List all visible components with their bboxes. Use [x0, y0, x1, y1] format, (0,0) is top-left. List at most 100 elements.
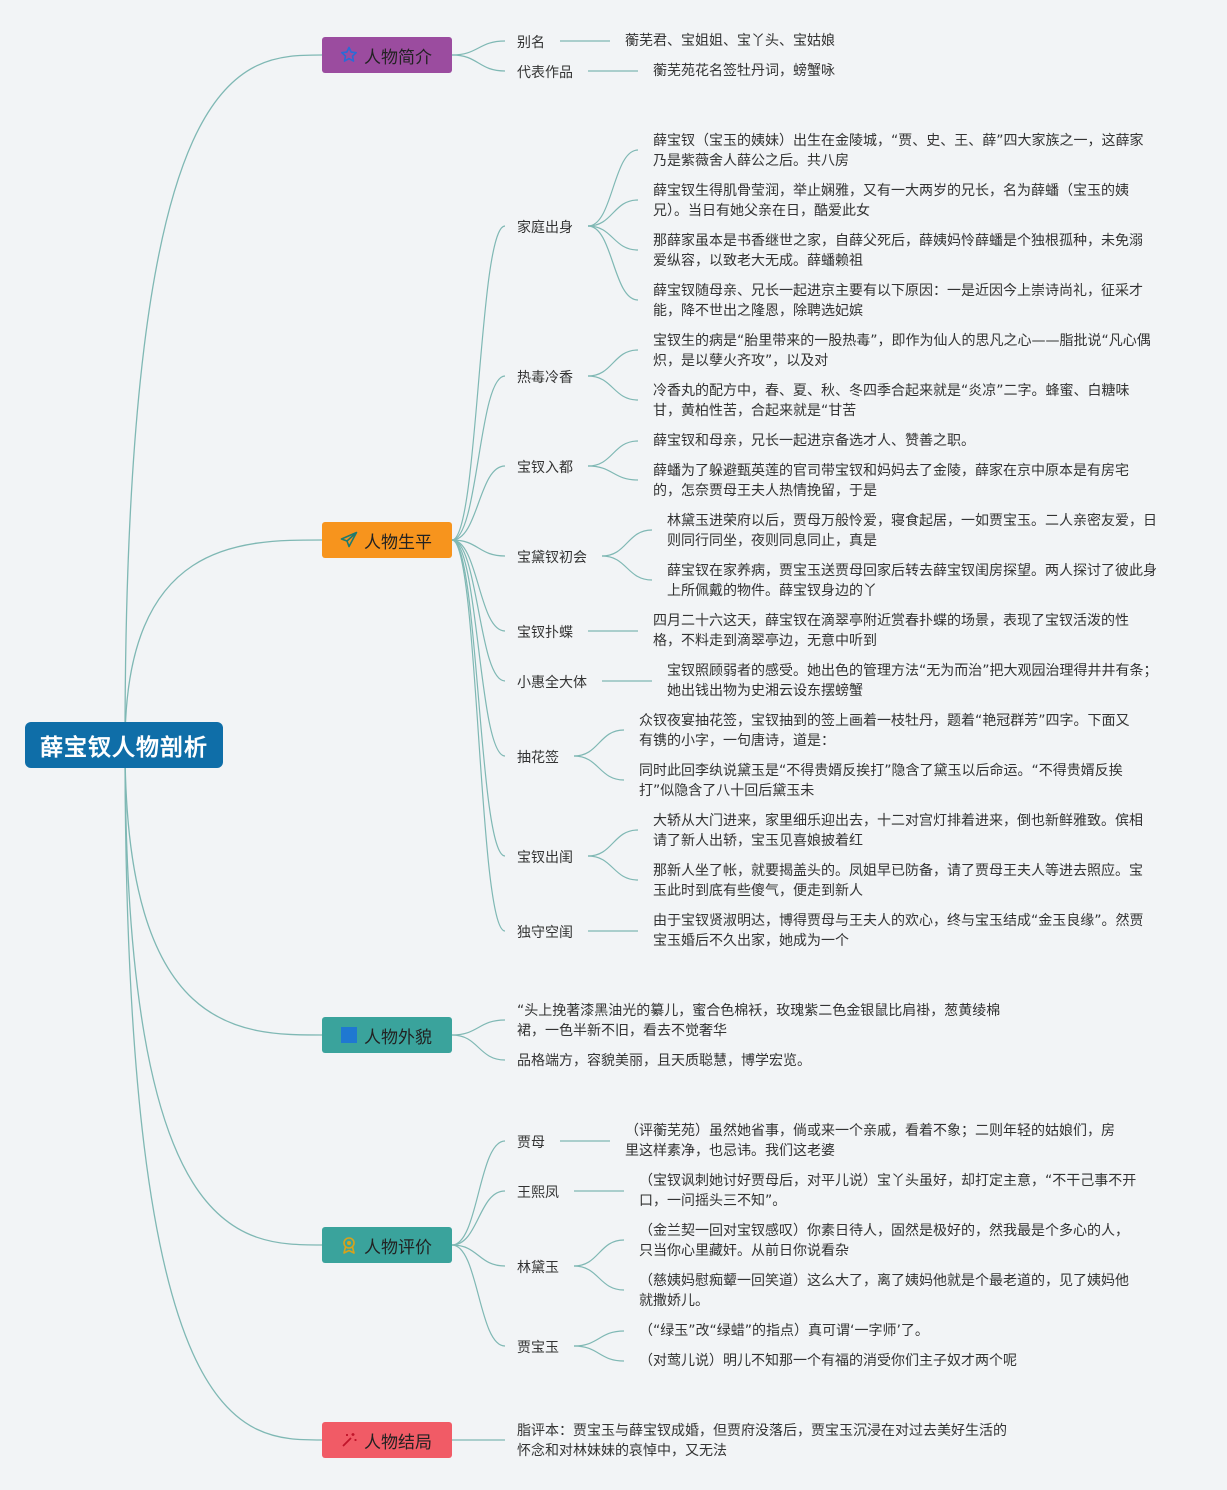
connector-life-3 [451, 539, 506, 557]
medal-icon [340, 1236, 358, 1254]
leaf-looks-2: 品格端方，容貌美丽，且天质聪慧，博学宏览。 [517, 1053, 811, 1069]
sub-jiamu[interactable]: 贾母 [517, 1135, 545, 1151]
leaf-wedding-1: 大轿从大门进来，家里细乐迎出去，十二对宫灯排着进来，倒也新鲜雅致。傧相请了新人出… [653, 813, 1143, 849]
square-icon [340, 1026, 358, 1044]
branch-life[interactable]: 人物生平 [322, 522, 452, 558]
leaf-capital-2: 薛蟠为了躲避甄英莲的官司带宝钗和妈妈去了金陵，薛家在京中原本是有房宅的，怎奈贾母… [653, 463, 1129, 499]
connector-looks-0 [451, 1019, 506, 1036]
connector-life-6 [451, 539, 506, 757]
leaf-jiabaoyu-1: （“绿玉”改“绿蜡”的指点）真可谓‘一字师’了。 [639, 1323, 929, 1339]
connector-life-7 [451, 539, 506, 857]
leaf-management: 宝钗照顾弱者的感受。她出色的管理方法“无为而治”把大观园治理得井井有条；她出钱出… [667, 663, 1158, 699]
leaf-first-meet-1: 林黛玉进荣府以后，贾母万般怜爱，寝食起居，一如贾宝玉。二人亲密友爱，日则同行同坐… [667, 513, 1157, 549]
connector-eval-3 [451, 1244, 506, 1347]
connector-lindaiyu-0 [573, 1239, 625, 1267]
sub-alias[interactable]: 别名 [517, 35, 545, 51]
connector-jiabaoyu-1 [573, 1345, 625, 1362]
sub-works[interactable]: 代表作品 [517, 65, 573, 81]
leaf-capital-1: 薛宝钗和母亲，兄长一起进京备选才人、赞善之职。 [653, 433, 975, 449]
connector-lindaiyu-1 [573, 1265, 625, 1291]
connector-root-ending [124, 744, 323, 1441]
leaf-jiamu: （评蘅芜苑）虽然她省事，倘或来一个亲戚，看着不象；二则年轻的姑娘们，房里这样素净… [625, 1123, 1115, 1159]
connector-intro-0 [451, 40, 506, 56]
leaf-alias: 蘅芜君、宝姐姐、宝丫头、宝姑娘 [625, 33, 835, 49]
connector-root-looks [124, 744, 323, 1036]
connector-wedding-0 [587, 829, 639, 857]
connector-family-0 [587, 149, 639, 227]
connector-flowerlot-1 [573, 755, 625, 781]
sub-lindaiyu[interactable]: 林黛玉 [517, 1260, 559, 1276]
connector-life-5 [451, 539, 506, 682]
connector-wedding-1 [587, 855, 639, 881]
connector-poison-0 [587, 349, 639, 377]
leaf-flower-lot-2: 同时此回李纨说黛玉是“不得贵婿反挨打”隐含了黛玉以后命运。“不得贵婿反挨打”似隐… [639, 763, 1123, 799]
connector-family-3 [587, 225, 639, 301]
leaf-family-1: 薛宝钗（宝玉的姨妹）出生在金陵城，“贾、史、王、薛”四大家族之一，这薛家乃是紫薇… [653, 133, 1144, 169]
sub-wedding[interactable]: 宝钗出闺 [517, 850, 573, 866]
sub-first-meet[interactable]: 宝黛钗初会 [517, 550, 587, 566]
connector-root-eval [124, 744, 323, 1246]
leaf-wedding-2: 那新人坐了帐，就要揭盖头的。凤姐早已防备，请了贾母王夫人等进去照应。宝玉此时到底… [653, 863, 1143, 899]
branch-intro-label: 人物简介 [364, 47, 432, 68]
star-icon [340, 46, 358, 64]
connector-life-4 [451, 539, 506, 632]
branch-life-label: 人物生平 [364, 532, 432, 553]
leaf-lindaiyu-2: （慈姨妈慰痴颦一回笑道）这么大了，离了姨妈他就是个最老道的，见了姨妈他就撒娇儿。 [639, 1273, 1129, 1309]
leaf-lindaiyu-1: （金兰契一回对宝钗感叹）你素日待人，固然是极好的，然我最是个多心的人，只当你心里… [639, 1223, 1129, 1259]
sub-jiabaoyu[interactable]: 贾宝玉 [517, 1340, 559, 1356]
sub-capital[interactable]: 宝钗入都 [517, 460, 573, 476]
paper-plane-icon [340, 531, 358, 549]
sub-wangxifeng[interactable]: 王熙凤 [517, 1185, 559, 1201]
sub-alone[interactable]: 独守空闺 [517, 925, 573, 941]
connector-root-intro [124, 54, 323, 746]
leaf-wangxifeng: （宝钗讽刺她讨好贾母后，对平儿说）宝丫头虽好，却打定主意，“不干己事不开口，一问… [639, 1173, 1137, 1209]
leaf-family-2: 薛宝钗生得肌骨莹润，举止娴雅，又有一大两岁的兄长，名为薛蟠（宝玉的姨兄）。当日有… [653, 183, 1129, 219]
leaf-family-4: 薛宝钗随母亲、兄长一起进京主要有以下原因：一是近因今上崇诗尚礼，征采才能，降不世… [653, 283, 1143, 319]
connector-poison-1 [587, 375, 639, 401]
leaf-ending: 脂评本：贾宝玉与薛宝钗成婚，但贾府没落后，贾宝玉沉浸在对过去美好生活的怀念和对林… [517, 1423, 1007, 1459]
connector-life-1 [451, 375, 506, 541]
connector-eval-1 [451, 1190, 506, 1246]
connector-family-1 [587, 199, 639, 227]
connector-intro-1 [451, 54, 506, 72]
leaf-poison-2: 冷香丸的配方中，春、夏、秋、冬四季合起来就是“炎凉”二字。蜂蜜、白糖味甘，黄柏性… [653, 383, 1130, 419]
sparkle-icon [340, 1431, 358, 1449]
branch-looks-label: 人物外貌 [364, 1027, 432, 1048]
branch-ending[interactable]: 人物结局 [322, 1422, 452, 1458]
leaf-flower-lot-1: 众钗夜宴抽花签，宝钗抽到的签上画着一枝牡丹，题着“艳冠群芳”四字。下面又有镌的小… [639, 713, 1130, 749]
sub-family[interactable]: 家庭出身 [517, 220, 573, 236]
root-node[interactable]: 薛宝钗人物剖析 [25, 722, 223, 768]
sub-management[interactable]: 小惠全大体 [517, 675, 587, 691]
connector-life-2 [451, 465, 506, 541]
sub-poison[interactable]: 热毒冷香 [517, 370, 573, 386]
leaf-looks-1: “头上挽著漆黑油光的纂儿，蜜合色棉袄，玫瑰紫二色金银鼠比肩褂，葱黄绫棉裙，一色半… [517, 1003, 1001, 1039]
connector-jiabaoyu-0 [573, 1330, 625, 1347]
connector-firstmeet-0 [601, 529, 653, 557]
connector-life-0 [451, 225, 506, 541]
branch-ending-label: 人物结局 [364, 1432, 432, 1453]
branch-intro[interactable]: 人物简介 [322, 37, 452, 73]
connector-capital-0 [587, 440, 639, 467]
branch-eval-label: 人物评价 [364, 1237, 432, 1258]
leaf-first-meet-2: 薛宝钗在家养病，贾宝玉送贾母回家后转去薛宝钗闺房探望。两人探讨了彼此身上所佩戴的… [667, 563, 1157, 599]
connector-life-8 [451, 539, 506, 932]
leaf-alone: 由于宝钗贤淑明达，博得贾母与王夫人的欢心，终与宝玉结成“金玉良缘”。然贾宝玉婚后… [653, 913, 1144, 949]
connector-flowerlot-0 [573, 729, 625, 757]
leaf-jiabaoyu-2: （对莺儿说）明儿不知那一个有福的消受你们主子奴才两个呢 [639, 1353, 1017, 1369]
connector-eval-0 [451, 1140, 506, 1246]
connector-firstmeet-1 [601, 555, 653, 581]
branch-eval[interactable]: 人物评价 [322, 1227, 452, 1263]
connector-family-2 [587, 225, 639, 251]
connector-looks-1 [451, 1034, 506, 1061]
branch-looks[interactable]: 人物外貌 [322, 1017, 452, 1053]
connector-eval-2 [451, 1244, 506, 1267]
leaf-butterfly: 四月二十六这天，薛宝钗在滴翠亭附近赏春扑蝶的场景，表现了宝钗活泼的性格，不料走到… [653, 613, 1129, 649]
sub-flower-lot[interactable]: 抽花签 [517, 750, 559, 766]
leaf-family-3: 那薛家虽本是书香继世之家，自薛父死后，薛姨妈怜薛蟠是个独根孤种，未免溺爱纵容，以… [653, 233, 1143, 269]
connector-root-life [124, 539, 323, 746]
leaf-works: 蘅芜苑花名签牡丹词，螃蟹咏 [653, 63, 835, 79]
sub-butterfly[interactable]: 宝钗扑蝶 [517, 625, 573, 641]
connector-capital-1 [587, 465, 639, 481]
